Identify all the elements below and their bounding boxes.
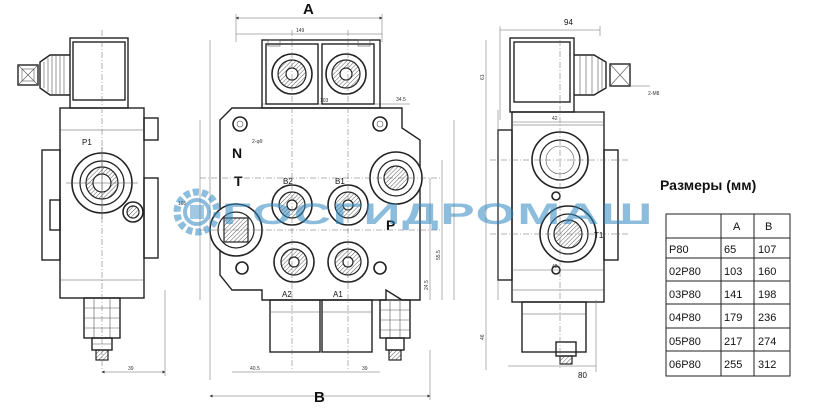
table-cell: 141 bbox=[724, 289, 742, 301]
table-cell: 236 bbox=[758, 312, 776, 324]
dim-34-5: 34.5 bbox=[396, 97, 406, 103]
table-cell: 107 bbox=[758, 244, 776, 256]
dim-a-label: A bbox=[303, 1, 314, 18]
label-b2: B2 bbox=[283, 177, 293, 186]
label-a1: A1 bbox=[333, 290, 343, 299]
table-cell: 198 bbox=[758, 289, 776, 301]
label-a2: A2 bbox=[282, 290, 292, 299]
dim-24-5: 24.5 bbox=[424, 280, 430, 290]
dim-2-m8: 2-M8 bbox=[648, 91, 660, 97]
watermark-text: ГОСГИДРОМАШ bbox=[222, 198, 654, 231]
watermark: ГОСГИДРОМАШ bbox=[173, 188, 654, 236]
table-cell: 103 bbox=[724, 266, 742, 278]
dim-149: 149 bbox=[296, 28, 305, 34]
table-cell: 160 bbox=[758, 266, 776, 278]
table-header-a: A bbox=[733, 221, 741, 233]
dim-80: 80 bbox=[578, 371, 587, 380]
table-cell: 255 bbox=[724, 359, 742, 371]
label-t1: T1 bbox=[594, 231, 604, 240]
table-cell: 312 bbox=[758, 359, 776, 371]
dim-42-top: 42 bbox=[552, 116, 558, 122]
left-side-view: 39 P1 bbox=[17, 30, 166, 376]
dim-39-front: 39 bbox=[362, 366, 368, 372]
dim-40-5: 40.5 bbox=[250, 366, 260, 372]
label-n: N bbox=[232, 145, 242, 161]
gear-logo-icon bbox=[173, 188, 221, 236]
table-title: Размеры (мм) bbox=[660, 177, 756, 193]
dim-42-bottom: 42 bbox=[552, 264, 558, 270]
table-header-b: B bbox=[765, 221, 772, 233]
dim-46: 46 bbox=[480, 334, 486, 340]
table-cell: 179 bbox=[724, 312, 742, 324]
table-cell: 05P80 bbox=[669, 336, 701, 348]
dim-103: 103 bbox=[320, 98, 329, 104]
dim-55-5: 55.5 bbox=[436, 250, 442, 260]
right-side-view: 94 2-M8 T1 61 46 bbox=[480, 18, 660, 380]
label-p1: P1 bbox=[82, 138, 92, 147]
front-view: A 149 103 34.5 2-φ9 bbox=[178, 1, 455, 406]
dim-2-phi9: 2-φ9 bbox=[252, 139, 263, 145]
table-cell: P80 bbox=[669, 244, 689, 256]
label-p: P bbox=[386, 217, 395, 233]
table-cell: 03P80 bbox=[669, 289, 701, 301]
table-cell: 65 bbox=[724, 244, 736, 256]
table-cell: 274 bbox=[758, 336, 776, 348]
table-cell: 217 bbox=[724, 336, 742, 348]
table-cell: 04P80 bbox=[669, 312, 701, 324]
dim-b-label: B bbox=[314, 389, 325, 406]
table-cell: 02P80 bbox=[669, 266, 701, 278]
dim-94: 94 bbox=[564, 18, 573, 27]
dim-61: 61 bbox=[480, 74, 486, 80]
dimensions-table: Размеры (мм) A B P80 65 107 02P80 103 16… bbox=[660, 177, 791, 377]
label-b1: B1 bbox=[335, 177, 345, 186]
dim-39-left: 39 bbox=[128, 366, 134, 372]
label-t: T bbox=[234, 173, 243, 189]
table-cell: 06P80 bbox=[669, 359, 701, 371]
